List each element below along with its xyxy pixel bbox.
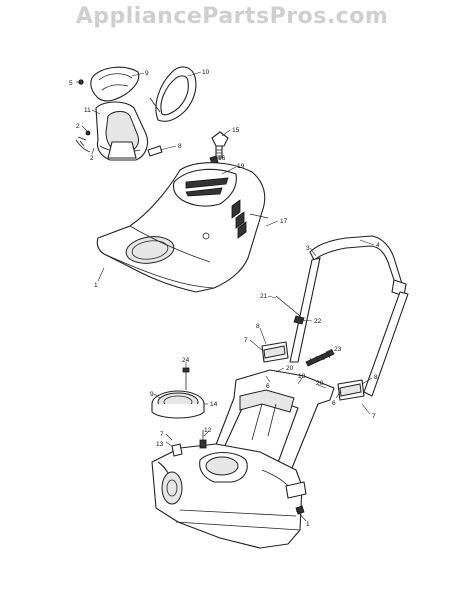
callout-2: 2 [90,155,94,162]
handle-tubes [289,257,409,397]
chute-ring-14 [151,390,205,419]
auger-housing [151,430,307,549]
callout-5: 5 [69,80,73,87]
callout-7: 7 [372,413,376,420]
callout-14: 14 [210,401,218,408]
callout-labels: 5 9 10 11 2 2 8 15 16 19 17 1 3 4 21 22 … [69,69,380,528]
callout-19: 19 [237,163,245,170]
callout-12: 12 [204,427,212,434]
callout-10: 10 [202,69,210,76]
callout-2: 2 [296,507,300,514]
callout-24: 24 [182,357,190,364]
carriage-bolt-15 [211,131,229,159]
callout-20: 20 [286,365,294,372]
shroud-housing [96,162,269,293]
callout-7: 7 [244,337,248,344]
callout-8: 8 [374,374,378,381]
watermark: AppliancePartsPros.com [75,4,389,29]
bolt-24 [182,367,190,390]
callout-23: 23 [334,346,342,353]
callout-11: 11 [84,107,91,114]
callout-1: 1 [94,282,98,289]
callout-2: 2 [76,123,80,130]
callout-9: 9 [145,70,149,77]
callout-8: 8 [178,143,182,150]
handle-bracket-right [337,379,365,401]
callout-13: 13 [156,441,164,448]
callout-4: 4 [376,242,380,249]
callout-17: 17 [280,218,288,225]
callout-6: 6 [332,400,336,407]
upper-handle-4 [309,235,407,297]
spring-23 [305,349,335,367]
callout-8: 8 [256,323,260,330]
callout-18: 18 [298,373,306,380]
callout-15: 15 [232,127,240,134]
callout-20: 20 [316,380,324,387]
callout-16: 16 [218,155,226,162]
leader-lines [76,71,375,522]
pin-21-clip-22 [275,295,305,325]
callout-3: 3 [306,245,310,252]
handle-bracket-left [261,341,289,363]
callout-22: 22 [314,318,322,325]
callout-9: 9 [150,391,154,398]
callout-1: 1 [306,521,310,528]
callout-7: 7 [160,431,164,438]
callout-6: 6 [266,383,270,390]
chute-deflector-assembly [75,66,197,161]
callout-21: 21 [260,293,268,300]
